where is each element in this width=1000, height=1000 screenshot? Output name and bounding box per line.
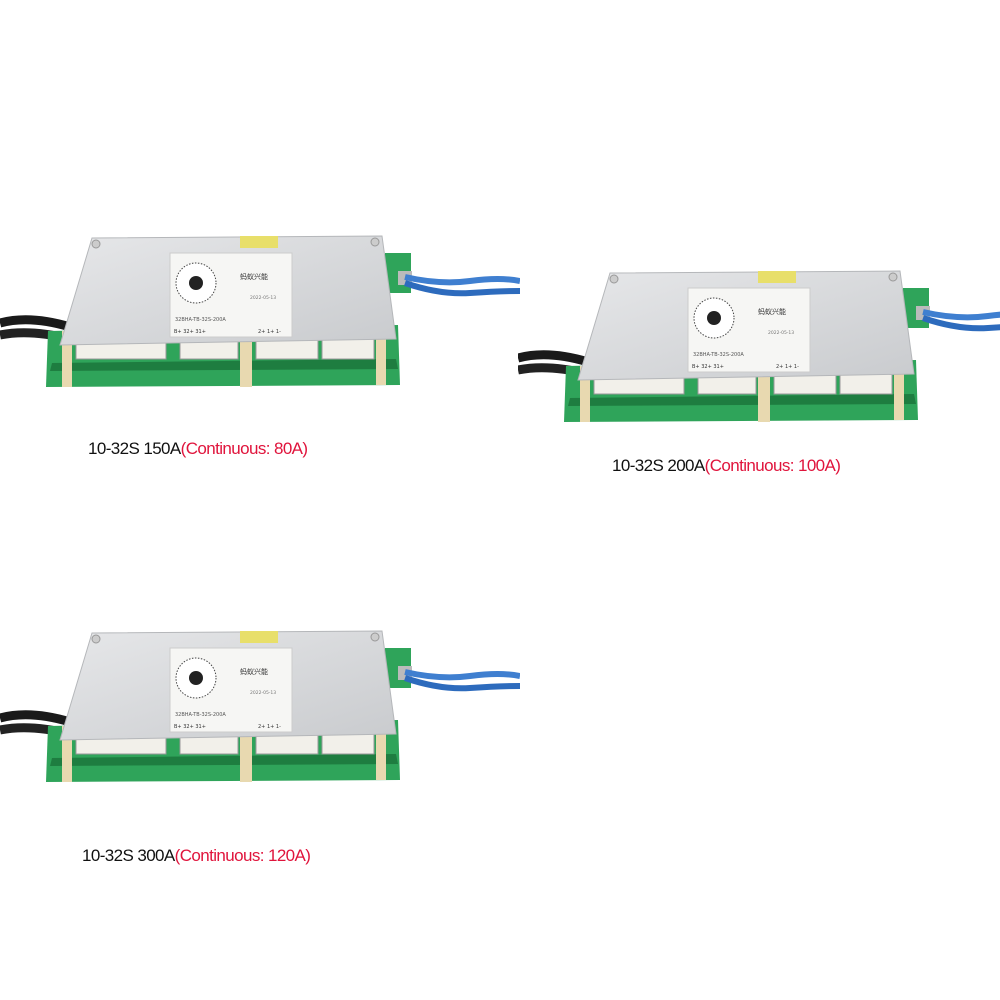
- board-label: 蚂蚁兴能 2022-05-13 32BHA-TB-32S-200A B+ 32+…: [174, 272, 281, 335]
- label-pins-left: B+ 32+ 31+: [174, 329, 206, 335]
- label-brand: 蚂蚁兴能: [758, 307, 786, 316]
- label-brand: 蚂蚁兴能: [240, 272, 268, 281]
- model-text: 10-32S 150A: [88, 439, 181, 458]
- board-label: 蚂蚁兴能 2022-05-13 32BHA-TB-32S-200A B+ 32+…: [692, 307, 799, 370]
- board-label: 蚂蚁兴能 2022-05-13 32BHA-TB-32S-200A B+ 32+…: [174, 667, 281, 730]
- model-text: 10-32S 200A: [612, 456, 705, 475]
- label-pins-right: 2+ 1+ 1-: [258, 724, 281, 730]
- model-text: 10-32S 300A: [82, 846, 175, 865]
- bms-board-image-150a: 蚂蚁兴能 2022-05-13 32BHA-TB-32S-200A B+ 32+…: [0, 235, 520, 395]
- continuous-rating: (Continuous: 100A): [704, 456, 841, 475]
- label-pins-left: B+ 32+ 31+: [174, 724, 206, 730]
- label-pins-left: B+ 32+ 31+: [692, 364, 724, 370]
- label-date: 2022-05-13: [768, 330, 794, 336]
- bms-board-image-300a: 蚂蚁兴能 2022-05-13 32BHA-TB-32S-200A B+ 32+…: [0, 630, 520, 790]
- continuous-rating: (Continuous: 120A): [174, 846, 311, 865]
- product-caption-300a: 10-32S 300A(Continuous: 120A): [82, 846, 311, 866]
- continuous-rating: (Continuous: 80A): [180, 439, 308, 458]
- label-pins-right: 2+ 1+ 1-: [258, 329, 281, 335]
- label-date: 2022-05-13: [250, 690, 276, 696]
- label-date: 2022-05-13: [250, 295, 276, 301]
- label-model-code: 32BHA-TB-32S-200A: [693, 352, 744, 358]
- label-pins-right: 2+ 1+ 1-: [776, 364, 799, 370]
- product-caption-200a: 10-32S 200A(Continuous: 100A): [612, 456, 841, 476]
- label-brand: 蚂蚁兴能: [240, 667, 268, 676]
- product-caption-150a: 10-32S 150A(Continuous: 80A): [88, 439, 308, 459]
- bms-board-image-200a: 蚂蚁兴能 2022-05-13 32BHA-TB-32S-200A B+ 32+…: [518, 270, 1000, 430]
- label-model-code: 32BHA-TB-32S-200A: [175, 712, 226, 718]
- label-model-code: 32BHA-TB-32S-200A: [175, 317, 226, 323]
